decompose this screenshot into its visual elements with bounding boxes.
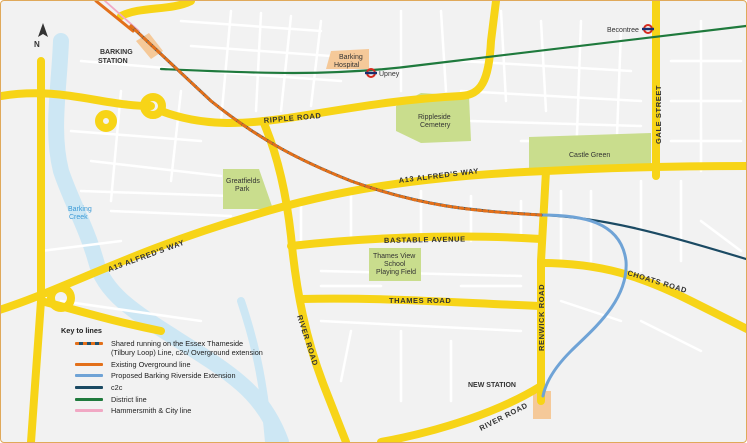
greatfields-park-label: Greatfields Park bbox=[226, 178, 262, 193]
barking-hospital-label: Barking Hospital bbox=[334, 54, 365, 69]
legend-swatch bbox=[75, 362, 103, 366]
castle-green-area bbox=[529, 133, 651, 171]
legend-item: Hammersmith & City line bbox=[61, 406, 266, 415]
legend-swatch bbox=[75, 397, 103, 401]
west-roundabout bbox=[47, 284, 75, 312]
barking-creek-water bbox=[48, 33, 289, 442]
river-road-south bbox=[377, 382, 545, 442]
ripple-road-label: RIPPLE ROAD bbox=[263, 111, 321, 125]
legend-swatch bbox=[75, 374, 103, 378]
legend: Key to lines Shared running on the Essex… bbox=[61, 326, 266, 418]
legend-label: Shared running on the Essex Thameside (T… bbox=[111, 339, 263, 358]
legend-item: Proposed Barking Riverside Extension bbox=[61, 371, 266, 380]
thames-road-label: THAMES ROAD bbox=[389, 296, 451, 305]
becontree-label: Becontree bbox=[607, 27, 639, 34]
rail-lines bbox=[94, 1, 746, 398]
bastable-avenue bbox=[287, 232, 545, 250]
greatfields-park-area bbox=[223, 169, 273, 209]
northern-ring-road bbox=[1, 1, 195, 110]
gale-street-label: GALE STREET bbox=[654, 85, 663, 144]
district-line bbox=[159, 24, 746, 75]
c2c-line bbox=[539, 213, 746, 261]
legend-label: District line bbox=[111, 394, 147, 404]
shared-running-line bbox=[129, 24, 543, 217]
barking-station-building bbox=[136, 33, 163, 59]
becontree-roundel bbox=[642, 24, 654, 34]
renwick-road-label: RENWICK ROAD bbox=[537, 284, 546, 351]
legend-swatch bbox=[75, 386, 103, 390]
minor-streets bbox=[39, 9, 743, 403]
legend-item: Shared running on the Essex Thameside (T… bbox=[61, 339, 266, 357]
ripple-road bbox=[157, 1, 500, 127]
legend-swatch bbox=[75, 342, 103, 346]
legend-title: Key to lines bbox=[61, 326, 102, 335]
north-label: N bbox=[34, 40, 40, 49]
rippleside-cemetery-area bbox=[396, 93, 471, 143]
west-link-road bbox=[27, 57, 45, 442]
a13-west-label: A13 ALFRED'S WAY bbox=[107, 238, 186, 274]
legend-label: Hammersmith & City line bbox=[111, 406, 192, 416]
legend-label: Existing Overground line bbox=[111, 359, 191, 369]
barking-station-label: BARKING STATION bbox=[98, 49, 135, 65]
ripple-roundabout bbox=[140, 93, 166, 119]
hammersmith-city-line bbox=[104, 1, 140, 32]
barking-creek-label: Barking Creek bbox=[68, 206, 94, 221]
north-roundabout bbox=[95, 110, 117, 132]
legend-item: Existing Overground line bbox=[61, 360, 266, 369]
bastable-avenue-label: BASTABLE AVENUE bbox=[384, 235, 466, 245]
north-arrow-icon: N bbox=[34, 23, 48, 49]
riverside-extension bbox=[539, 213, 628, 398]
thames-view-field-area bbox=[369, 248, 421, 281]
thames-road bbox=[297, 294, 545, 310]
rippleside-cemetery-label: Rippleside Cemetery bbox=[418, 114, 453, 129]
legend-label: Proposed Barking Riverside Extension bbox=[111, 371, 236, 381]
new-station-label: NEW STATION bbox=[468, 382, 516, 389]
barking-hospital-building bbox=[326, 49, 369, 69]
legend-swatch bbox=[75, 409, 103, 413]
thames-view-label: Thames View School Playing Field bbox=[373, 253, 417, 276]
castle-green-label: Castle Green bbox=[569, 152, 610, 159]
upney-roundel bbox=[365, 68, 377, 78]
legend-item: District line bbox=[61, 395, 266, 404]
legend-item: c2c bbox=[61, 383, 266, 392]
upney-label: Upney bbox=[379, 71, 400, 78]
existing-overground-line bbox=[94, 1, 135, 33]
a13-alfreds-way bbox=[1, 162, 746, 314]
legend-label: c2c bbox=[111, 383, 123, 393]
green-spaces bbox=[223, 93, 651, 281]
river-road-north bbox=[259, 117, 350, 442]
legend-items: Shared running on the Essex Thameside (T… bbox=[61, 339, 266, 415]
